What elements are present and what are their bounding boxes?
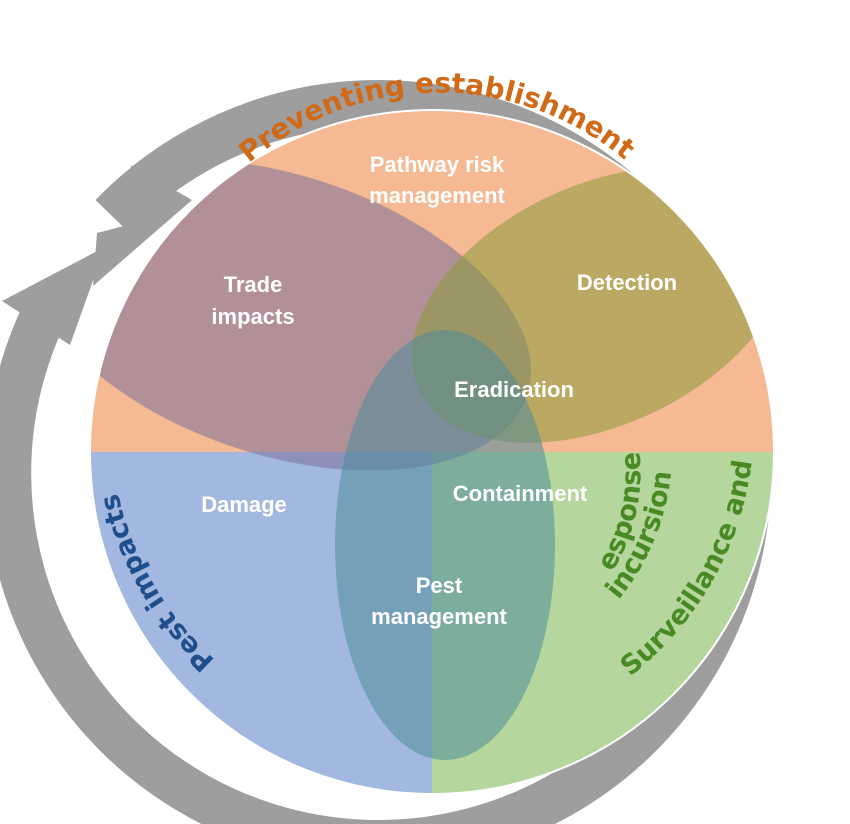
label-pest-management: management <box>371 604 507 629</box>
label-trade: Trade <box>224 272 283 297</box>
sector-disc <box>90 110 774 794</box>
label-detection: Detection <box>577 270 677 295</box>
label-pathway-risk: Pathway risk <box>370 152 505 177</box>
arrow-head-upper <box>93 165 192 286</box>
arrow-head-lower <box>2 247 105 345</box>
ellipse-pest-management <box>335 330 555 760</box>
label-pathway-management: management <box>369 183 505 208</box>
label-damage: Damage <box>201 492 287 517</box>
label-containment: Containment <box>453 481 588 506</box>
label-pest: Pest <box>416 573 463 598</box>
label-eradication: Eradication <box>454 377 574 402</box>
label-trade-impacts: impacts <box>211 304 294 329</box>
